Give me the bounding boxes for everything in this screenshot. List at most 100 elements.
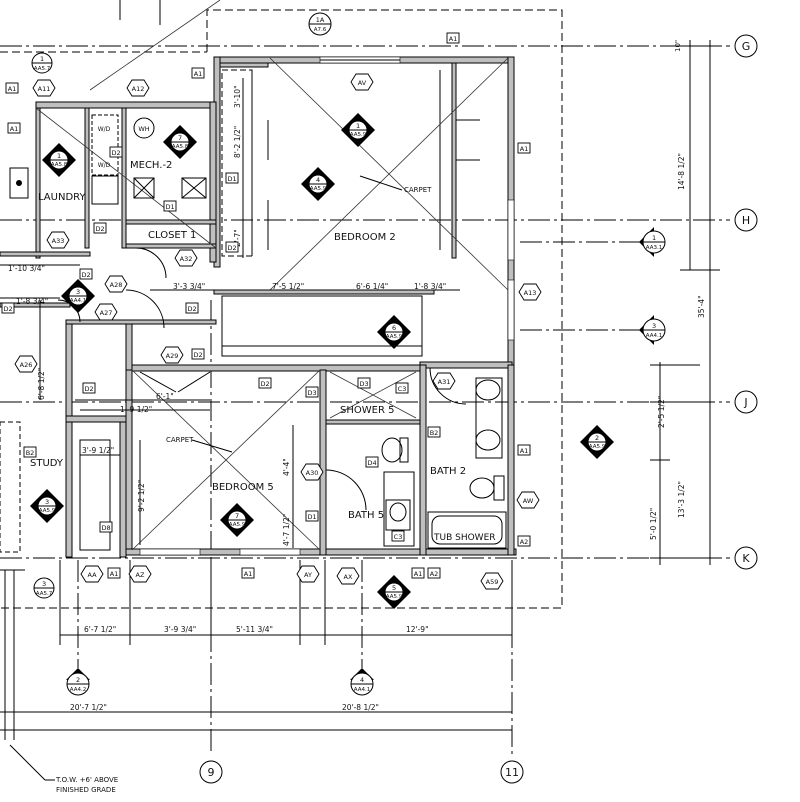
note-carpet-bedroom2: CARPET	[404, 186, 432, 194]
svg-text:AA5.9: AA5.9	[310, 186, 327, 192]
svg-text:1: 1	[57, 152, 61, 160]
box-tag: D4	[365, 456, 379, 468]
hex-tag: A13	[518, 283, 542, 301]
svg-text:1: 1	[652, 234, 656, 242]
svg-text:D1: D1	[307, 513, 316, 521]
dim-8-2: 8'-2 1/2"	[233, 126, 242, 158]
svg-text:11: 11	[505, 766, 519, 779]
svg-text:AA5.8: AA5.8	[51, 162, 68, 168]
room-labels: BEDROOM 2 BEDROOM 5 LAUNDRY MECH.-2 CLOS…	[30, 160, 496, 543]
svg-text:AA4.1: AA4.1	[70, 298, 86, 304]
roof-outline	[0, 0, 563, 609]
elevation-marker: 3 AA4.1	[61, 279, 95, 313]
hex-tag: A32	[174, 249, 198, 267]
hex-tag: AV	[350, 73, 374, 91]
box-tag: D2	[185, 302, 199, 314]
dim-top-right: 10"	[674, 40, 682, 52]
room-bedroom-2: BEDROOM 2	[334, 232, 396, 243]
windows	[139, 56, 515, 556]
box-tag: A1	[7, 122, 21, 134]
box-tag: A2	[517, 535, 531, 547]
svg-text:A1: A1	[8, 85, 17, 93]
hex-tag: AZ	[128, 565, 152, 583]
box-tag: D1	[163, 200, 177, 212]
svg-text:A1: A1	[520, 447, 529, 455]
dim-b-3-9: 3'-9 3/4"	[164, 625, 196, 634]
bath-fixtures	[381, 377, 507, 549]
hex-tag: A59	[480, 572, 504, 590]
svg-text:A1: A1	[449, 35, 458, 43]
box-tag: B2	[23, 446, 37, 458]
svg-text:A33: A33	[52, 237, 65, 245]
hex-tag: A31	[432, 372, 456, 390]
box-tag: A1	[411, 567, 425, 579]
section-markers: 1 AA3.1 3 AA4.1 2 AA4.2 4 AA4.1	[66, 227, 666, 696]
svg-text:K: K	[742, 552, 750, 565]
svg-text:C3: C3	[394, 533, 403, 541]
svg-text:A13: A13	[524, 289, 537, 297]
svg-text:2: 2	[595, 434, 599, 442]
box-tag: D3	[357, 377, 371, 389]
hex-tags: AV A13 A31 AW A59 AA AZ AY AX A30 A29 A3…	[14, 73, 542, 590]
svg-text:AA5.9: AA5.9	[386, 334, 403, 340]
dim-b-6-7: 6'-7 1/2"	[84, 625, 116, 634]
svg-text:D2: D2	[84, 385, 93, 393]
hex-tag: A28	[104, 275, 128, 293]
dim-jk-lower: 5'-0 1/2"	[649, 508, 658, 540]
closet-shelves	[221, 69, 480, 357]
svg-text:A1: A1	[520, 145, 529, 153]
note-carpet-bedroom5: CARPET	[166, 436, 194, 444]
svg-text:A2: A2	[520, 538, 529, 546]
svg-text:B2: B2	[430, 429, 439, 437]
grid-bubble-9: 9	[199, 760, 223, 784]
dim-1-9: 1'-9 1/2"	[120, 405, 152, 414]
svg-text:A12: A12	[132, 85, 145, 93]
svg-text:A1: A1	[110, 570, 119, 578]
elevation-marker: 7 AA5.8	[163, 125, 197, 159]
dim-4-4: 4'-4"	[282, 458, 291, 476]
svg-text:AY: AY	[304, 571, 312, 579]
detail-circle: 1A A7.6	[308, 12, 332, 36]
svg-text:AW: AW	[523, 497, 534, 505]
svg-text:A11: A11	[38, 85, 51, 93]
svg-text:AX: AX	[344, 573, 353, 581]
box-tag: D2	[225, 241, 239, 253]
box-tag: D8	[99, 521, 113, 533]
grid-bubble-h: H	[734, 208, 758, 232]
svg-text:D8: D8	[101, 524, 110, 532]
svg-text:A28: A28	[110, 281, 123, 289]
svg-text:AA3.1: AA3.1	[646, 245, 662, 251]
box-tag: A2	[427, 567, 441, 579]
svg-text:D4: D4	[367, 459, 376, 467]
svg-text:AZ: AZ	[136, 571, 145, 579]
svg-text:AA5.7: AA5.7	[34, 66, 51, 72]
dim-3-10: 3'-10"	[233, 85, 242, 108]
svg-text:9: 9	[208, 766, 215, 779]
box-tag: A1	[5, 82, 19, 94]
svg-text:3: 3	[652, 322, 656, 330]
grid-bubble-11: 11	[500, 760, 524, 784]
dim-b-5-11: 5'-11 3/4"	[236, 625, 273, 634]
section-marker: 3 AA4.1	[639, 315, 666, 345]
svg-text:D2: D2	[95, 225, 104, 233]
svg-text:B2: B2	[26, 449, 35, 457]
svg-text:AA4.1: AA4.1	[646, 333, 662, 339]
box-tag: D2	[258, 377, 272, 389]
box-tag: B2	[427, 426, 441, 438]
dimension-text: 10" 14'-8 1/2" 35'-4" 2'-5 1/2" 13'-3 1/…	[8, 40, 706, 712]
section-marker: 1 AA3.1	[639, 227, 666, 257]
svg-text:A26: A26	[20, 361, 33, 369]
dim-1-8-left: 1'-8 3/4"	[16, 297, 48, 306]
svg-text:AA5.9: AA5.9	[589, 444, 606, 450]
box-tag: D1	[305, 510, 319, 522]
box-tag: D2	[82, 382, 96, 394]
elevation-marker: 2 AA5.9	[580, 425, 614, 459]
svg-text:D2: D2	[227, 244, 236, 252]
box-tag: D2	[79, 268, 93, 280]
svg-text:D2: D2	[81, 271, 90, 279]
svg-text:D2: D2	[187, 305, 196, 313]
room-laundry: LAUNDRY	[38, 192, 86, 203]
detail-circle: 3 AA5.7	[33, 577, 55, 599]
grid-bubble-j: J	[734, 390, 758, 414]
svg-text:D1: D1	[227, 175, 236, 183]
